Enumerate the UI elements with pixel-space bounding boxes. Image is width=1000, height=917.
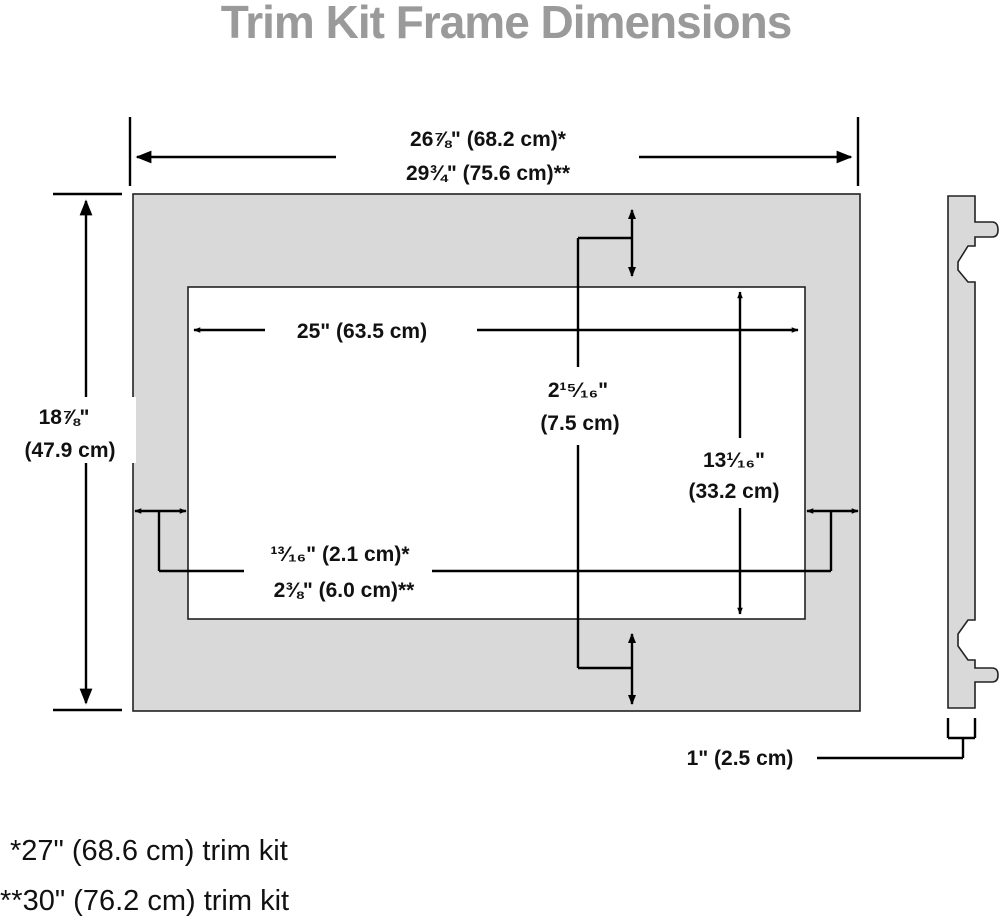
page-title: Trim Kit Frame Dimensions [221,0,792,48]
border-width-label: 2¹⁵⁄₁₆" [548,379,608,402]
outer-height-metric: (47.9 cm) [24,439,115,462]
inner-width-dimension: 25" (63.5 cm) [193,320,799,343]
inner-height-label: 13¹⁄₁₆" [703,449,765,472]
depth-label: 1" (2.5 cm) [687,747,794,770]
outer-height-label: 18⅞" [39,406,90,429]
footnote-30: **30" (76.2 cm) trim kit [0,885,289,917]
inner-height-dimension: 13¹⁄₁₆" (33.2 cm) [688,291,780,615]
side-profile [947,195,999,709]
frame-opening [187,286,806,620]
outer-width-label-30: 29¾" (75.6 cm)** [406,162,571,185]
side-border-label-30: 2⅜" (6.0 cm)** [274,579,416,602]
outer-height-dimension: 18⅞" (47.9 cm) [24,192,136,712]
inner-width-label: 25" (63.5 cm) [297,320,427,343]
side-border-label-27: ¹³⁄₁₆" (2.1 cm)* [270,543,410,566]
border-width-dimension: 2¹⁵⁄₁₆" (7.5 cm) [540,209,636,705]
depth-dimension: 1" (2.5 cm) [687,718,977,770]
side-border-dimension: ¹³⁄₁₆" (2.1 cm)* 2⅜" (6.0 cm)** [134,508,859,602]
inner-height-metric: (33.2 cm) [688,480,779,503]
footnote-27: *27" (68.6 cm) trim kit [10,835,288,867]
border-width-metric: (7.5 cm) [540,412,619,435]
outer-width-dimension: 26⅞" (68.2 cm)* 29¾" (75.6 cm)** [128,117,860,186]
outer-width-label-27: 26⅞" (68.2 cm)* [410,128,567,151]
